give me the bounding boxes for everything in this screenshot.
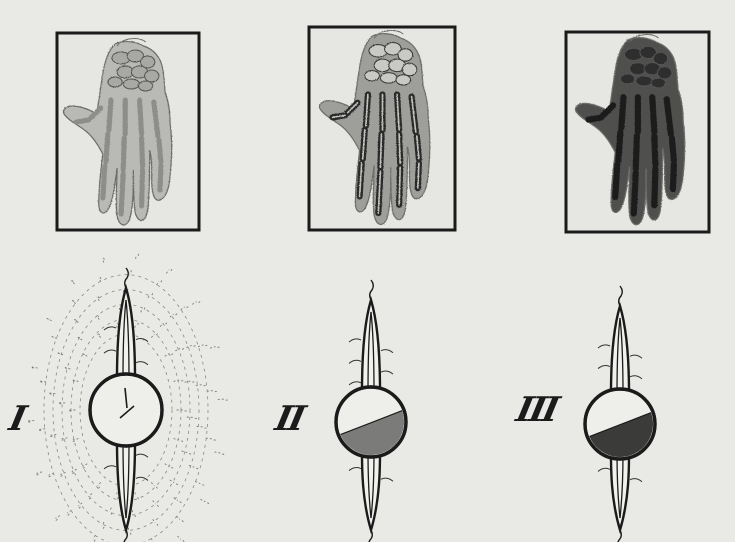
hand-radiograph-frame-1 (57, 33, 199, 230)
vacuum-tube-3 (585, 286, 655, 542)
roman-numeral-label-3: III (513, 393, 559, 427)
vacuum-tube-2 (336, 280, 406, 542)
vacuum-tube-1 (27, 253, 230, 542)
hand-radiograph-frame-3 (566, 32, 709, 232)
hand-radiograph-frame-2 (309, 27, 455, 230)
